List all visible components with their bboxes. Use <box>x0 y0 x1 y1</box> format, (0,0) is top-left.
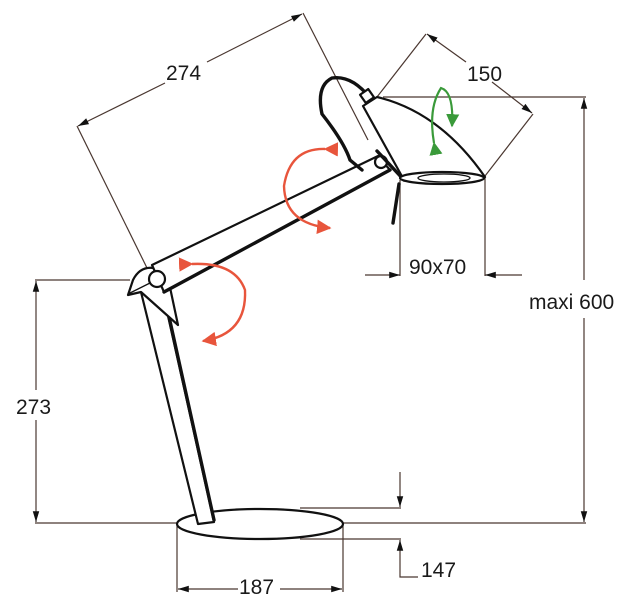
lower-joint <box>147 269 167 289</box>
dimension-base-thickness: 147 <box>300 472 456 582</box>
dimension-upper-arm: 274 <box>76 12 369 271</box>
lamp-cable-lower <box>391 182 401 225</box>
head-length-label: 150 <box>467 63 502 86</box>
dimension-head: 150 <box>376 33 534 177</box>
lower-arm-height-label: 273 <box>16 396 51 419</box>
dimension-max-height: maxi 600 <box>339 96 614 524</box>
rotation-arrow-upper <box>282 142 339 235</box>
dimension-lower-arm: 273 <box>16 279 180 524</box>
lamp-lower-arm <box>126 266 216 526</box>
lamp-upper-arm <box>147 154 392 294</box>
rotation-arrow-lower <box>178 257 247 347</box>
max-height-label: maxi 600 <box>529 291 614 314</box>
lamp-cable <box>318 75 372 172</box>
base-thickness-label: 147 <box>421 559 456 582</box>
rotation-arrow-head <box>429 86 460 156</box>
lamp-head <box>358 87 487 186</box>
dimension-aperture: 90x70 <box>365 176 522 279</box>
base-diameter-label: 187 <box>239 576 274 599</box>
lamp-base <box>175 507 345 541</box>
aperture-label: 90x70 <box>409 256 466 279</box>
dimension-base-diameter: 187 <box>176 524 344 599</box>
upper-arm-length-label: 274 <box>166 62 201 85</box>
